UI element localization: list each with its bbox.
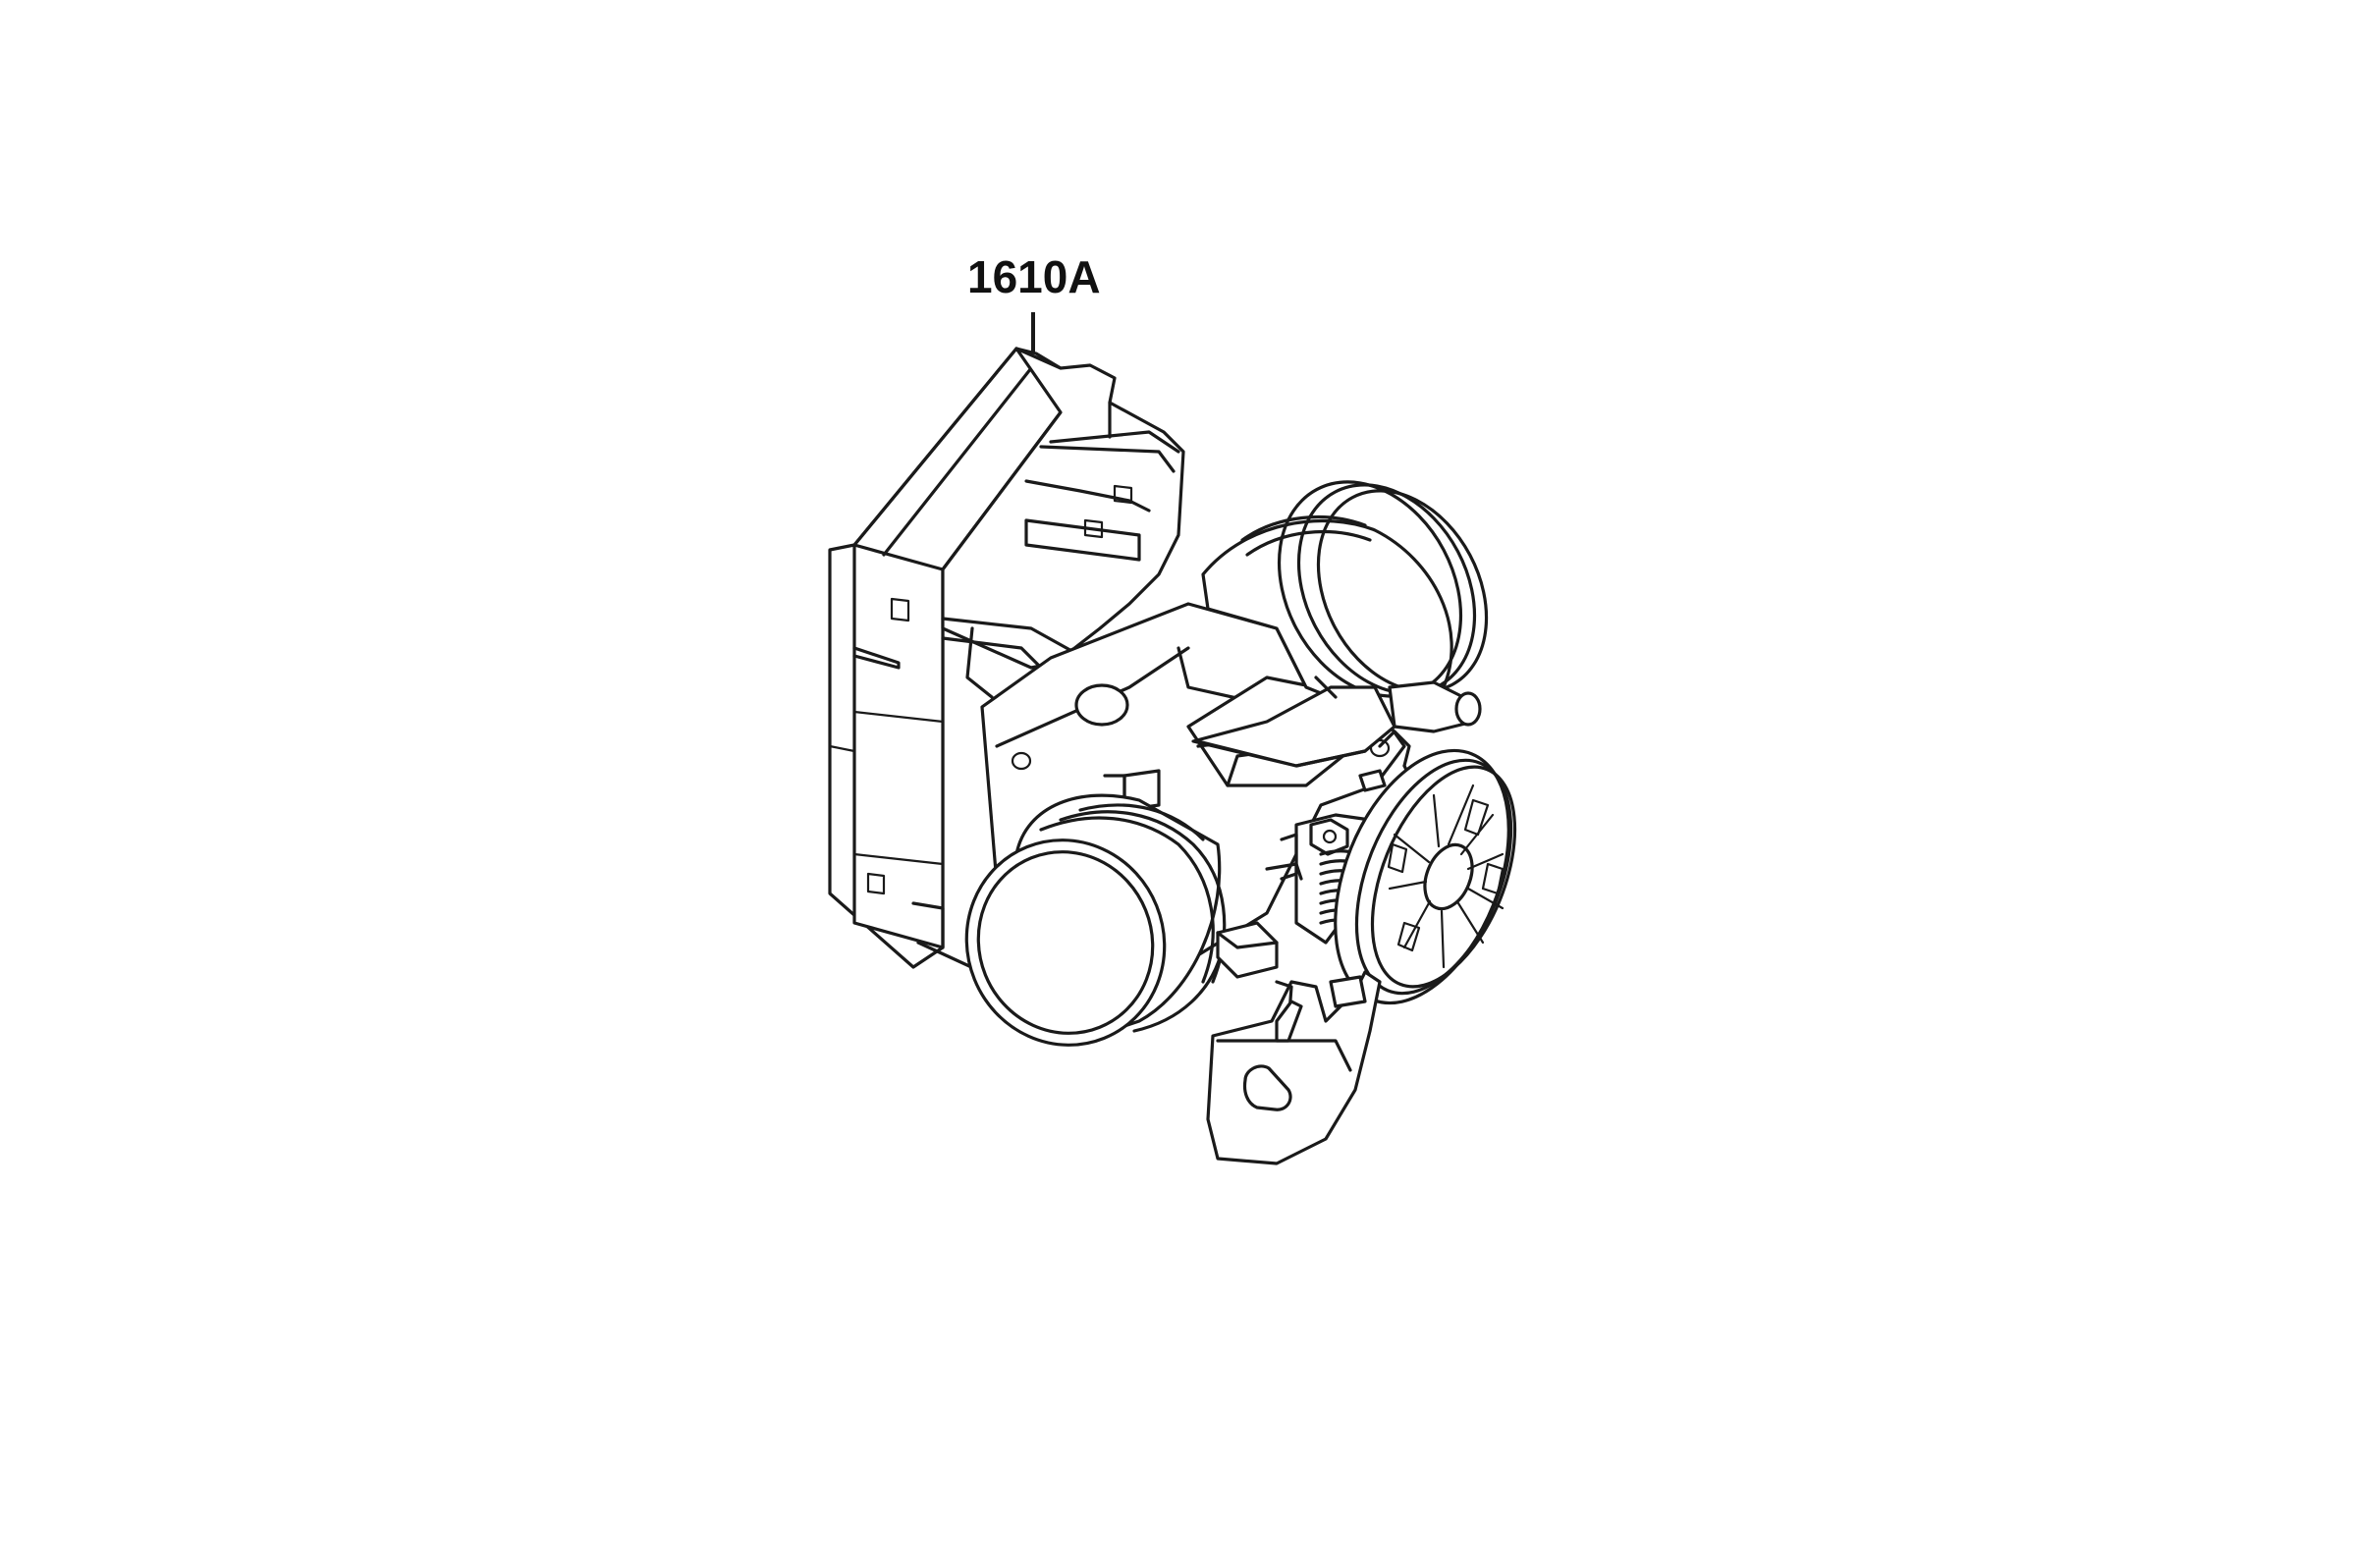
throttle-pulley-wheel — [1334, 748, 1517, 1005]
throttle-body-illustration — [828, 347, 1517, 1165]
mounting-bracket — [1206, 921, 1382, 1165]
front-inlet-tube — [964, 793, 1227, 1047]
callout-label-1610a[interactable]: 1610A — [967, 251, 1101, 302]
rear-outlet-tube — [1201, 480, 1489, 729]
control-module-housing — [828, 347, 1063, 974]
throttle-lever-assembly — [1191, 676, 1482, 945]
electrical-connector — [941, 347, 1185, 699]
